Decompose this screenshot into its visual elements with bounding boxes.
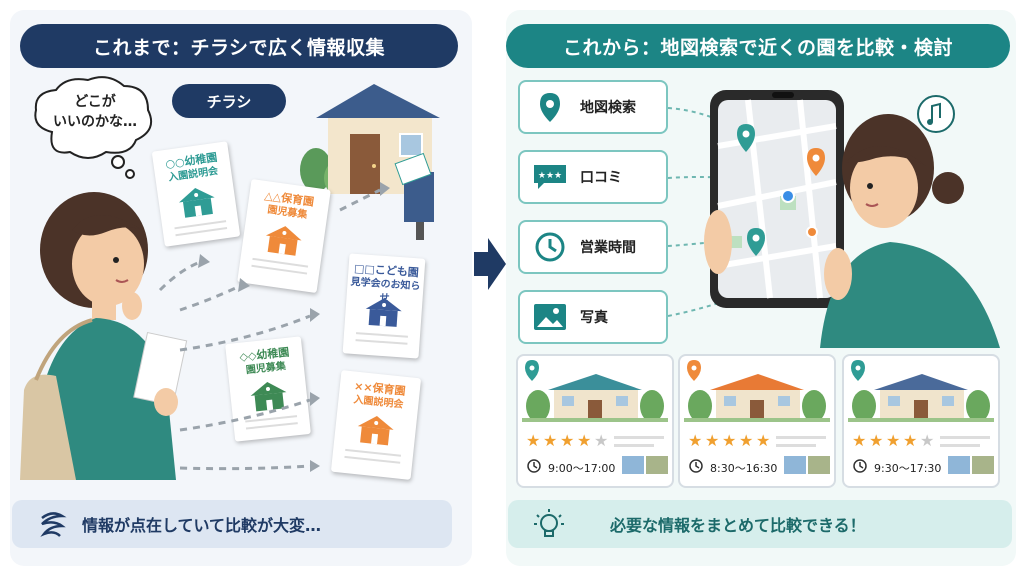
svg-text:★: ★ bbox=[688, 431, 702, 450]
flyer: ××保育園入園説明会 bbox=[330, 370, 422, 480]
left-bottom-message: 情報が点在していて比較が大変… bbox=[82, 516, 322, 535]
map-pin-icon bbox=[532, 91, 568, 123]
svg-text:★: ★ bbox=[852, 431, 866, 450]
svg-text:★: ★ bbox=[577, 431, 591, 450]
svg-text:★: ★ bbox=[739, 431, 753, 450]
left-title: これまで：チラシで広く情報収集 bbox=[20, 24, 458, 68]
facility-card: ★★★★★9:30〜17:30 bbox=[842, 354, 1000, 488]
feature-0: 地図検索 bbox=[518, 80, 668, 134]
flyer: ○○幼稚園入園説明会 bbox=[151, 141, 241, 247]
thought-text: どこが いいのかな… bbox=[53, 94, 137, 130]
facility-illustration: ★★★★★ bbox=[522, 360, 668, 474]
facility-hours: 9:30〜17:30 bbox=[874, 462, 942, 475]
facility-hours: 9:00〜17:00 bbox=[548, 462, 616, 475]
left-bottom-message-bar: 情報が点在していて比較が大変… bbox=[12, 500, 452, 548]
house-mailbox-icon bbox=[300, 84, 440, 240]
facility-illustration: ★★★★★ bbox=[684, 360, 830, 474]
school-building-icon bbox=[365, 298, 402, 327]
feature-label: 営業時間 bbox=[580, 240, 636, 256]
facility-illustration: ★★★★★ bbox=[848, 360, 994, 474]
scribble-icon bbox=[40, 512, 67, 537]
school-building-icon bbox=[357, 416, 394, 446]
svg-text:★: ★ bbox=[722, 431, 736, 450]
feature-label: 地図検索 bbox=[580, 100, 636, 116]
lightbulb-icon bbox=[534, 509, 564, 537]
feature-2: 営業時間 bbox=[518, 220, 668, 274]
feature-1: ★★★ 口コミ bbox=[518, 150, 668, 204]
thought-bubble-icon bbox=[34, 76, 152, 179]
school-building-icon bbox=[265, 226, 302, 256]
feature-label: 写真 bbox=[580, 310, 608, 326]
dashed-arrows bbox=[158, 182, 390, 472]
svg-text:★: ★ bbox=[756, 431, 770, 450]
svg-text:★: ★ bbox=[526, 431, 540, 450]
right-bottom-message-bar: 必要な情報をまとめて比較できる！ bbox=[508, 500, 1012, 548]
flyer-tag: チラシ bbox=[172, 84, 286, 118]
svg-text:★: ★ bbox=[594, 431, 608, 450]
flyer: □□こども園見学会のお知らせ bbox=[342, 253, 426, 359]
school-building-icon bbox=[179, 188, 215, 218]
facility-card: ★★★★★9:00〜17:00 bbox=[516, 354, 674, 488]
smartphone-map-icon bbox=[710, 90, 844, 308]
svg-text:★★★: ★★★ bbox=[538, 171, 562, 181]
svg-text:★: ★ bbox=[560, 431, 574, 450]
svg-text:★: ★ bbox=[920, 431, 934, 450]
photo-icon bbox=[532, 301, 568, 333]
clock-icon bbox=[532, 231, 568, 263]
svg-text:★: ★ bbox=[705, 431, 719, 450]
right-title: これから：地図検索で近くの園を比較・検討 bbox=[506, 24, 1010, 68]
svg-text:★: ★ bbox=[869, 431, 883, 450]
right-bottom-message: 必要な情報をまとめて比較できる！ bbox=[610, 516, 866, 535]
feature-label: 口コミ bbox=[580, 170, 622, 186]
right-arrow-icon bbox=[474, 238, 506, 290]
flyer: △△保育園園児募集 bbox=[237, 178, 331, 294]
svg-text:★: ★ bbox=[543, 431, 557, 450]
svg-text:★: ★ bbox=[886, 431, 900, 450]
feature-3: 写真 bbox=[518, 290, 668, 344]
woman-with-phone-icon bbox=[704, 95, 1000, 348]
facility-card: ★★★★★8:30〜16:30 bbox=[678, 354, 836, 488]
flyer: ◇◇幼稚園園児募集 bbox=[225, 336, 311, 442]
review-bubble-icon: ★★★ bbox=[532, 161, 568, 193]
school-building-icon bbox=[250, 382, 287, 412]
woman-with-flyer-icon bbox=[20, 192, 188, 480]
facility-hours: 8:30〜16:30 bbox=[710, 462, 778, 475]
svg-text:★: ★ bbox=[903, 431, 917, 450]
